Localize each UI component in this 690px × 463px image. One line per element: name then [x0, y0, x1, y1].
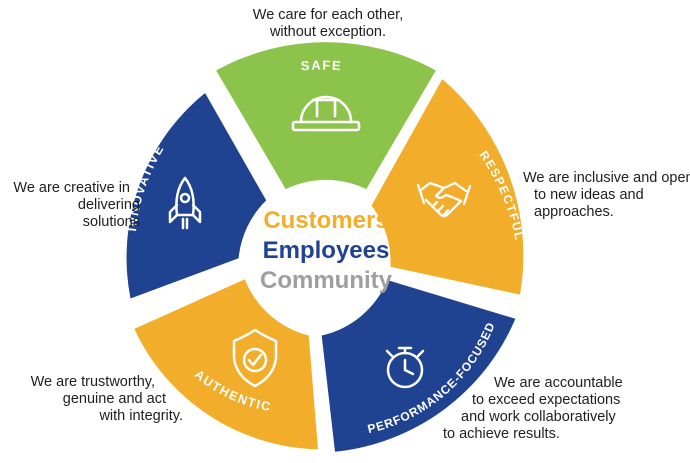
description-authentic: We are trustworthy, genuine and act with… — [10, 374, 186, 425]
center-employees: Employees — [263, 237, 390, 264]
description-safe-line: without exception. — [269, 24, 387, 40]
description-authentic-line: We are trustworthy, — [30, 374, 155, 390]
description-innovative-line: solutions — [82, 214, 140, 230]
description-respectful: We are inclusive and open to new ideas a… — [523, 170, 690, 221]
title-safe: SAFE — [300, 57, 342, 73]
description-innovative: We are creative in delivering solutions — [4, 180, 140, 231]
center-customers: Customers — [263, 207, 388, 234]
center-community: Community — [260, 267, 393, 294]
segment-innovative — [126, 93, 267, 299]
description-safe: We care for each other, without exceptio… — [228, 7, 428, 41]
title-safe-text: SAFE — [300, 57, 341, 73]
description-performance-focused-line: to exceed expectations — [472, 392, 621, 408]
description-respectful-line: to new ideas and — [534, 187, 644, 203]
description-performance-focused-line: to achieve results. — [443, 426, 560, 442]
description-respectful-line: We are inclusive and open — [523, 170, 690, 186]
hard-hat-icon — [291, 95, 361, 132]
description-authentic-line: with integrity. — [99, 408, 183, 424]
description-performance-focused: We are accountable to exceed expectation… — [443, 375, 643, 443]
description-authentic-line: genuine and act — [62, 391, 166, 407]
segment-performance-focused — [321, 280, 516, 452]
rocket-icon — [168, 176, 202, 230]
segment-authentic — [134, 279, 318, 450]
description-innovative-line: We are creative in — [13, 180, 130, 196]
handshake-icon — [416, 181, 472, 218]
shield-check-icon — [232, 328, 278, 388]
description-safe-line: We care for each other, — [252, 7, 404, 23]
description-performance-focused-line: and work collaboratively — [461, 409, 616, 425]
segment-safe — [216, 42, 436, 190]
description-innovative-line: delivering — [77, 197, 140, 213]
description-respectful-line: approaches. — [534, 204, 614, 220]
stopwatch-icon — [385, 346, 425, 389]
description-performance-focused-line: We are accountable — [494, 375, 623, 391]
